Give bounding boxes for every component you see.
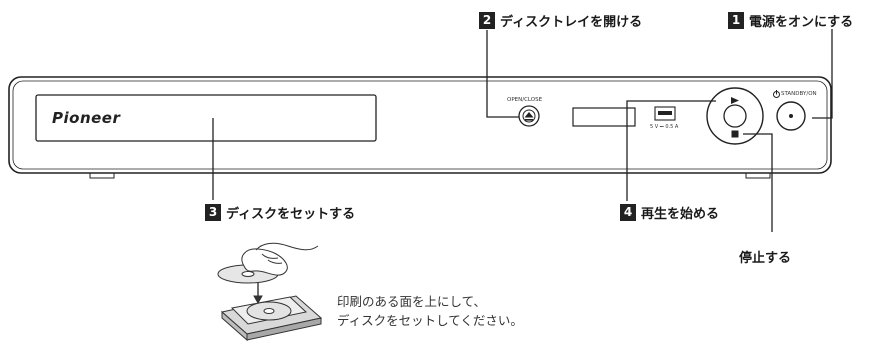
stop-label: 停止する xyxy=(739,251,792,266)
standby-button xyxy=(773,90,806,131)
callout-text: 電源をオンにする xyxy=(749,15,854,30)
disc-loading-illustration xyxy=(217,242,323,342)
standby-label: STANDBY/ON xyxy=(781,91,817,97)
leader-lines xyxy=(212,29,833,232)
step-number-4: 4 xyxy=(620,204,636,221)
step-number-2: 2 xyxy=(479,12,495,29)
play-icon xyxy=(731,97,739,104)
display-window xyxy=(572,107,636,127)
note-line-2: ディスクをセットしてください。 xyxy=(337,313,523,328)
usb-port xyxy=(654,106,676,121)
player-body xyxy=(8,76,832,179)
callout-power-on: 1 電源をオンにする xyxy=(728,11,853,30)
open-close-button xyxy=(518,105,540,127)
open-close-label: OPEN/CLOSE xyxy=(507,97,543,103)
play-stop-control xyxy=(706,87,764,145)
disc-loading-note: 印刷のある面を上にして、 ディスクをセットしてください。 xyxy=(337,292,523,330)
note-line-1: 印刷のある面を上にして、 xyxy=(337,294,487,309)
callout-text: 再生を始める xyxy=(641,207,720,222)
step-number-1: 1 xyxy=(728,12,744,29)
step-number-3: 3 xyxy=(205,204,221,221)
usb-label: 5 V ⎓ 0.5 A xyxy=(650,124,679,130)
brand-logo: Pioneer xyxy=(52,109,121,127)
callout-start-playback: 4 再生を始める xyxy=(620,203,719,222)
callout-text: ディスクトレイを開ける xyxy=(500,15,643,30)
callout-open-tray: 2 ディスクトレイを開ける xyxy=(479,11,642,30)
stop-icon xyxy=(731,130,739,138)
callout-load-disc: 3 ディスクをセットする xyxy=(205,203,355,222)
disc-tray xyxy=(35,94,377,142)
callout-text: ディスクをセットする xyxy=(226,207,356,222)
